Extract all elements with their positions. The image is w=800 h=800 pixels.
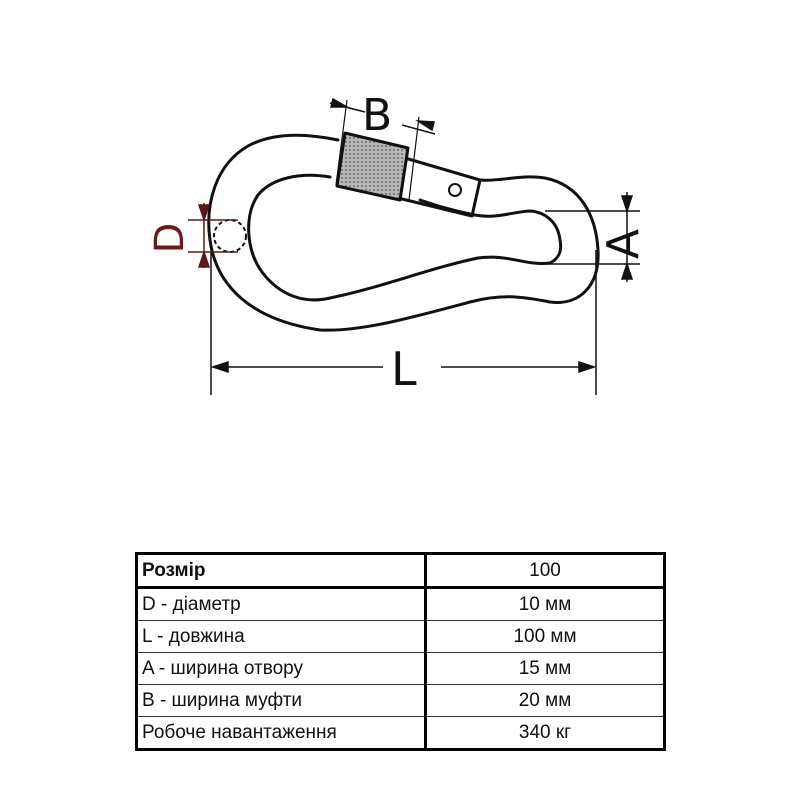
size-label: Розмір (136, 553, 427, 589)
table-row: B - ширина муфти 20 мм (136, 684, 665, 717)
carabiner-drawing (188, 97, 640, 395)
table-row: L - довжина 100 мм (136, 620, 665, 653)
screw-sleeve (335, 131, 410, 202)
size-value: 100 (425, 553, 665, 589)
table-row: D - діаметр 10 мм (136, 587, 665, 621)
carabiner-inner-outline (247, 173, 563, 302)
carabiner-outer-outline (207, 133, 600, 332)
row-key: D - діаметр (136, 587, 427, 621)
row-value: 15 мм (425, 652, 665, 685)
row-key: A - ширина отвору (136, 652, 427, 685)
dimension-label-l: L (391, 342, 417, 396)
row-value: 100 мм (425, 620, 665, 653)
row-value: 20 мм (425, 684, 665, 717)
table-row: Робоче навантаження 340 кг (136, 716, 665, 750)
row-key: B - ширина муфти (136, 684, 427, 717)
row-key: L - довжина (136, 620, 427, 653)
dimension-label-b: B (362, 90, 393, 141)
specification-table: Розмір 100 D - діаметр 10 мм L - довжина… (135, 552, 666, 751)
dimension-label-d: D (147, 222, 193, 254)
row-key: Робоче навантаження (136, 716, 427, 750)
row-value: 10 мм (425, 587, 665, 621)
table-row: A - ширина отвору 15 мм (136, 652, 665, 685)
table-header-row: Розмір 100 (136, 553, 665, 589)
dimension-label-a: A (598, 228, 649, 260)
carabiner-diagram: B L A D (147, 90, 649, 396)
wire-diameter-circle (213, 219, 247, 253)
gate-hole (448, 183, 462, 197)
row-value: 340 кг (425, 716, 665, 750)
